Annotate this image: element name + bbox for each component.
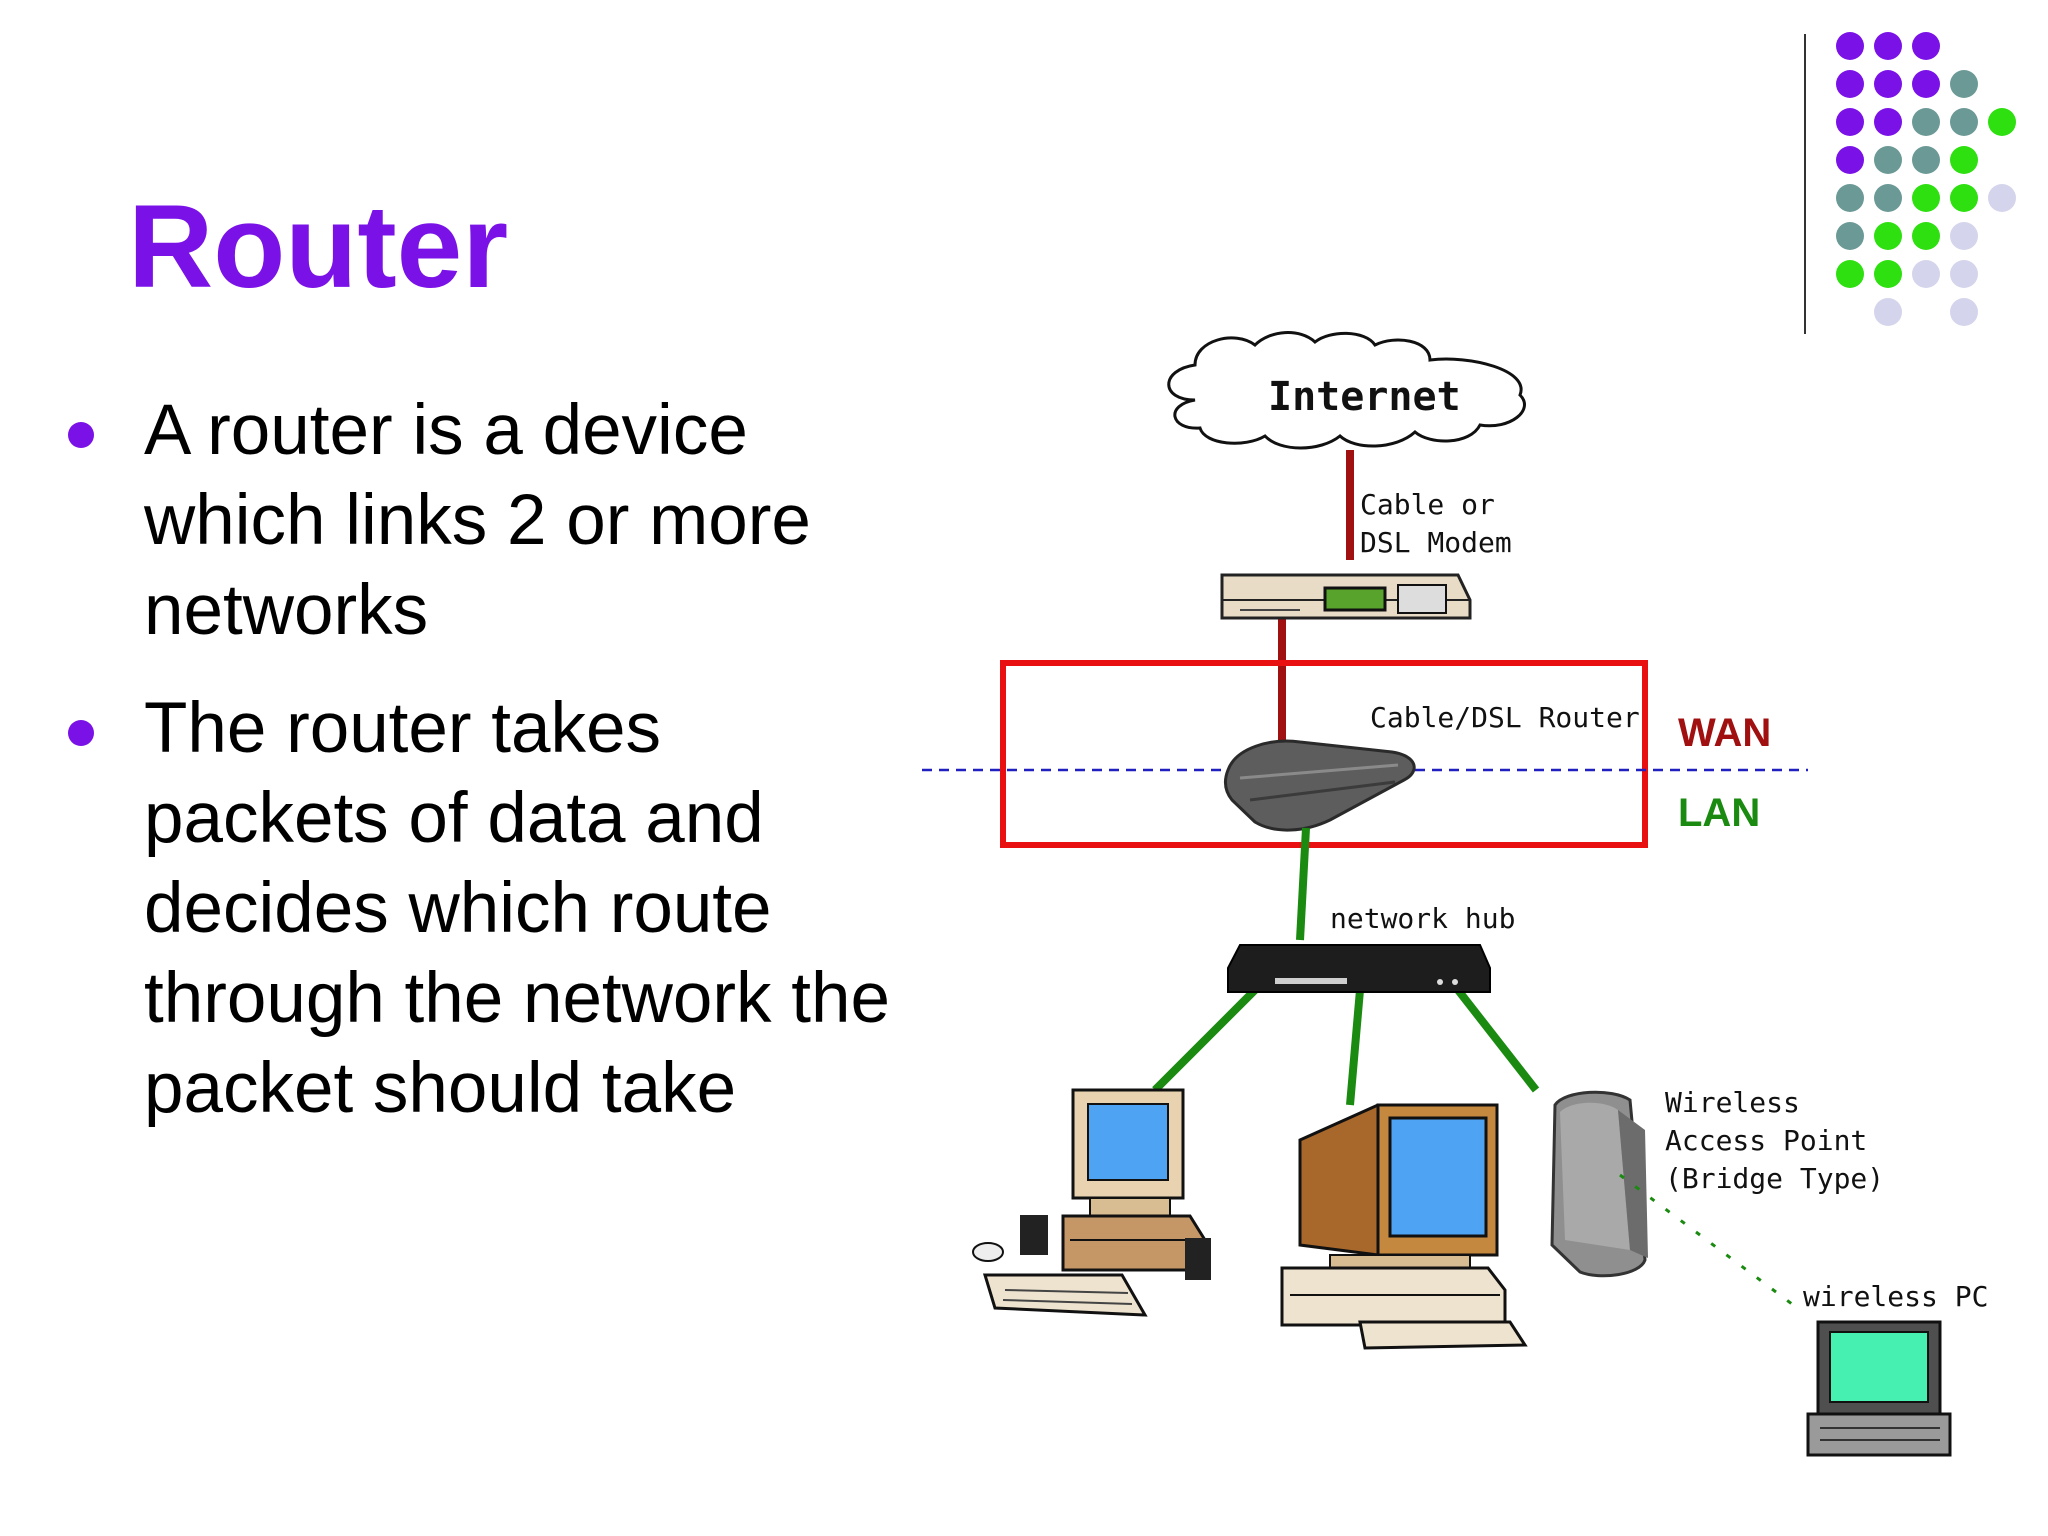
decorative-dot <box>1912 222 1940 250</box>
modem-label-line: DSL Modem <box>1360 526 1512 559</box>
decorative-dot <box>1874 32 1902 60</box>
decorative-dot <box>1912 32 1940 60</box>
bullet-text: A router is a device which links 2 or mo… <box>144 386 811 656</box>
decorative-dot <box>1836 32 1864 60</box>
decorative-dot <box>1912 260 1940 288</box>
router-icon <box>1223 739 1416 832</box>
decorative-dot <box>1912 108 1940 136</box>
decorative-dot <box>1836 108 1864 136</box>
decorative-dot <box>1836 222 1864 250</box>
router-label: Cable/DSL Router <box>1370 701 1640 734</box>
wap-label-line: Wireless <box>1665 1086 1800 1119</box>
modem-icon <box>1220 573 1472 620</box>
desktop-pc-icon <box>972 1088 1211 1317</box>
decorative-dot <box>1988 108 2016 136</box>
decorative-dot <box>1950 108 1978 136</box>
hub-label: network hub <box>1330 902 1515 935</box>
decorative-dot <box>1874 108 1902 136</box>
decorative-dot <box>1912 70 1940 98</box>
decorative-dot <box>1950 70 1978 98</box>
wap-label-line: (Bridge Type) <box>1665 1162 1884 1195</box>
bullet-text: The router takes packets of data and dec… <box>144 684 890 1134</box>
bullet-line: networks <box>144 571 429 650</box>
decorative-dot <box>1836 260 1864 288</box>
bullet-item: The router takes packets of data and dec… <box>60 684 960 1134</box>
desktop-pc-icon <box>1280 1103 1528 1350</box>
hub-icon <box>1227 944 1491 993</box>
router-hub-cable <box>1296 827 1310 941</box>
cloud-icon <box>1167 331 1526 450</box>
bullet-line: packets of data and <box>144 779 764 858</box>
hub-pc1-cable <box>1152 987 1258 1093</box>
decorative-dot <box>1912 146 1940 174</box>
decorative-dot <box>1950 146 1978 174</box>
wireless-access-point-icon <box>1550 1090 1648 1278</box>
bullet-line: A router is a device <box>144 391 748 470</box>
internet-label: Internet <box>1268 374 1461 420</box>
header-divider <box>1804 34 1806 334</box>
slide-title: Router <box>128 181 509 313</box>
bullet-item: A router is a device which links 2 or mo… <box>60 386 960 656</box>
wan-label: WAN <box>1678 711 1771 755</box>
decorative-dot <box>1836 184 1864 212</box>
decorative-dot <box>1874 222 1902 250</box>
decorative-dot <box>1874 146 1902 174</box>
decorative-dot <box>1874 260 1902 288</box>
decorative-dot <box>1950 222 1978 250</box>
laptop-icon <box>1806 1320 1952 1457</box>
hub-wap-cable <box>1454 987 1540 1093</box>
bullet-icon <box>68 720 94 746</box>
router-highlight-box <box>1000 660 1648 848</box>
bullet-line: through the network the <box>144 959 890 1038</box>
wap-label-line: Access Point <box>1665 1124 1867 1157</box>
bullet-list: A router is a device which links 2 or mo… <box>60 386 960 1162</box>
decorative-dots-icon <box>1836 32 2036 332</box>
decorative-dot <box>1950 260 1978 288</box>
decorative-dot <box>1912 184 1940 212</box>
bullet-line: The router takes <box>144 689 661 768</box>
modem-label-line: Cable or <box>1360 488 1495 521</box>
decorative-dot <box>1874 70 1902 98</box>
wireless-pc-label: wireless PC <box>1803 1280 1988 1313</box>
decorative-dot <box>1988 184 2016 212</box>
hub-pc2-cable <box>1346 989 1364 1106</box>
decorative-dot <box>1874 298 1902 326</box>
decorative-dot <box>1950 298 1978 326</box>
bullet-icon <box>68 422 94 448</box>
decorative-dot <box>1874 184 1902 212</box>
decorative-dot <box>1836 146 1864 174</box>
decorative-dot <box>1836 70 1864 98</box>
lan-label: LAN <box>1678 791 1760 835</box>
bullet-line: which links 2 or more <box>144 481 811 560</box>
bullet-line: packet should take <box>144 1049 737 1128</box>
bullet-line: decides which route <box>144 869 772 948</box>
decorative-dot <box>1950 184 1978 212</box>
